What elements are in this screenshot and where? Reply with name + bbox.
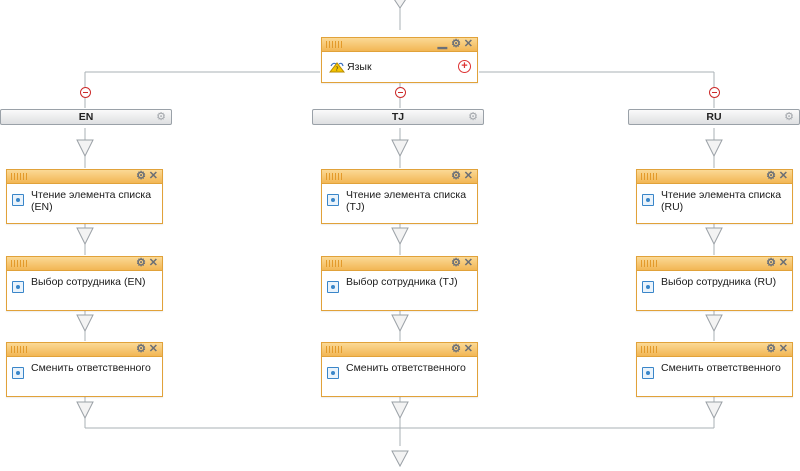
drag-grip-icon[interactable] [11, 260, 27, 267]
activity-header[interactable]: ⚙ ✕ [7, 257, 162, 271]
branch-label: EN [78, 111, 94, 123]
gear-icon[interactable]: ⚙ [136, 257, 146, 269]
branch-label: RU [706, 111, 722, 123]
activity-label: Выбор сотрудника (EN) [31, 276, 146, 288]
gear-icon[interactable]: ⚙ [784, 111, 794, 123]
gear-icon[interactable]: ⚙ [136, 343, 146, 355]
activity-icon [327, 367, 339, 379]
activity-header[interactable]: ⚙ ✕ [7, 343, 162, 357]
gear-icon[interactable]: ⚙ [766, 257, 776, 269]
activity-icon [327, 194, 339, 206]
gear-icon[interactable]: ⚙ [451, 38, 461, 50]
activity-label: Чтение элемента списка (RU) [661, 189, 782, 213]
close-icon[interactable]: ✕ [778, 257, 788, 269]
gear-icon[interactable]: ⚙ [156, 111, 166, 123]
drag-grip-icon[interactable] [11, 346, 27, 353]
change-responsible-activity-en[interactable]: ⚙ ✕ Сменить ответственного [6, 342, 163, 397]
activity-label: Сменить ответственного [31, 362, 151, 374]
activity-header[interactable]: ⚙ ✕ [322, 343, 477, 357]
gear-icon[interactable]: ⚙ [468, 111, 478, 123]
add-branch-icon[interactable]: + [458, 60, 471, 73]
drag-grip-icon[interactable] [326, 346, 342, 353]
read-list-item-activity-tj[interactable]: ⚙ ✕ Чтение элемента списка (TJ) [321, 169, 478, 224]
close-icon[interactable]: ✕ [463, 257, 473, 269]
gear-icon[interactable]: ⚙ [766, 343, 776, 355]
minimize-icon[interactable]: ▁ [437, 35, 447, 49]
activity-icon [642, 367, 654, 379]
activity-label: Выбор сотрудника (RU) [661, 276, 777, 288]
drag-grip-icon[interactable] [326, 173, 342, 180]
activity-label: Сменить ответственного [661, 362, 781, 374]
drag-grip-icon[interactable] [641, 173, 657, 180]
activity-icon [12, 194, 24, 206]
activity-label: Выбор сотрудника (TJ) [346, 276, 458, 288]
gear-icon[interactable]: ⚙ [766, 170, 776, 182]
activity-icon [12, 367, 24, 379]
branch-header-en[interactable]: EN ⚙ [0, 109, 172, 125]
close-icon[interactable]: ✕ [463, 343, 473, 355]
select-employee-activity-en[interactable]: ⚙ ✕ Выбор сотрудника (EN) [6, 256, 163, 311]
activity-label: Чтение элемента списка (EN) [31, 189, 152, 213]
activity-icon [642, 194, 654, 206]
branch-header-tj[interactable]: TJ ⚙ [312, 109, 484, 125]
svg-text:?: ? [335, 66, 338, 73]
activity-header[interactable]: ⚙ ✕ [637, 257, 792, 271]
switch-icon: ? [329, 62, 345, 73]
activity-header[interactable]: ⚙ ✕ [637, 170, 792, 184]
change-responsible-activity-ru[interactable]: ⚙ ✕ Сменить ответственного [636, 342, 793, 397]
close-icon[interactable]: ✕ [148, 343, 158, 355]
gear-icon[interactable]: ⚙ [451, 257, 461, 269]
drag-grip-icon[interactable] [641, 346, 657, 353]
branch-label: TJ [391, 111, 405, 123]
gear-icon[interactable]: ⚙ [451, 170, 461, 182]
close-icon[interactable]: ✕ [778, 170, 788, 182]
activity-header[interactable]: ⚙ ✕ [7, 170, 162, 184]
switch-label: Язык [347, 61, 372, 73]
branch-header-ru[interactable]: RU ⚙ [628, 109, 800, 125]
gear-icon[interactable]: ⚙ [136, 170, 146, 182]
activity-icon [327, 281, 339, 293]
drag-grip-icon[interactable] [11, 173, 27, 180]
switch-activity[interactable]: ▁ ⚙ ✕ ? Язык + [321, 35, 478, 83]
activity-label: Сменить ответственного [346, 362, 466, 374]
remove-branch-icon[interactable] [709, 87, 720, 98]
change-responsible-activity-tj[interactable]: ⚙ ✕ Сменить ответственного [321, 342, 478, 397]
activity-header[interactable]: ⚙ ✕ [637, 343, 792, 357]
close-icon[interactable]: ✕ [778, 343, 788, 355]
remove-branch-icon[interactable] [395, 87, 406, 98]
select-employee-activity-ru[interactable]: ⚙ ✕ Выбор сотрудника (RU) [636, 256, 793, 311]
drag-grip-icon[interactable] [326, 260, 342, 267]
drag-grip-icon[interactable] [326, 41, 342, 48]
activity-header[interactable]: ⚙ ✕ [322, 170, 477, 184]
select-employee-activity-tj[interactable]: ⚙ ✕ Выбор сотрудника (TJ) [321, 256, 478, 311]
activity-header[interactable]: ▁ ⚙ ✕ [322, 35, 477, 52]
close-icon[interactable]: ✕ [463, 170, 473, 182]
close-icon[interactable]: ✕ [148, 257, 158, 269]
activity-header[interactable]: ⚙ ✕ [322, 257, 477, 271]
read-list-item-activity-en[interactable]: ⚙ ✕ Чтение элемента списка (EN) [6, 169, 163, 224]
drag-grip-icon[interactable] [641, 260, 657, 267]
gear-icon[interactable]: ⚙ [451, 343, 461, 355]
activity-icon [12, 281, 24, 293]
close-icon[interactable]: ✕ [148, 170, 158, 182]
remove-branch-icon[interactable] [80, 87, 91, 98]
read-list-item-activity-ru[interactable]: ⚙ ✕ Чтение элемента списка (RU) [636, 169, 793, 224]
activity-icon [642, 281, 654, 293]
activity-label: Чтение элемента списка (TJ) [346, 189, 467, 213]
close-icon[interactable]: ✕ [463, 38, 473, 50]
